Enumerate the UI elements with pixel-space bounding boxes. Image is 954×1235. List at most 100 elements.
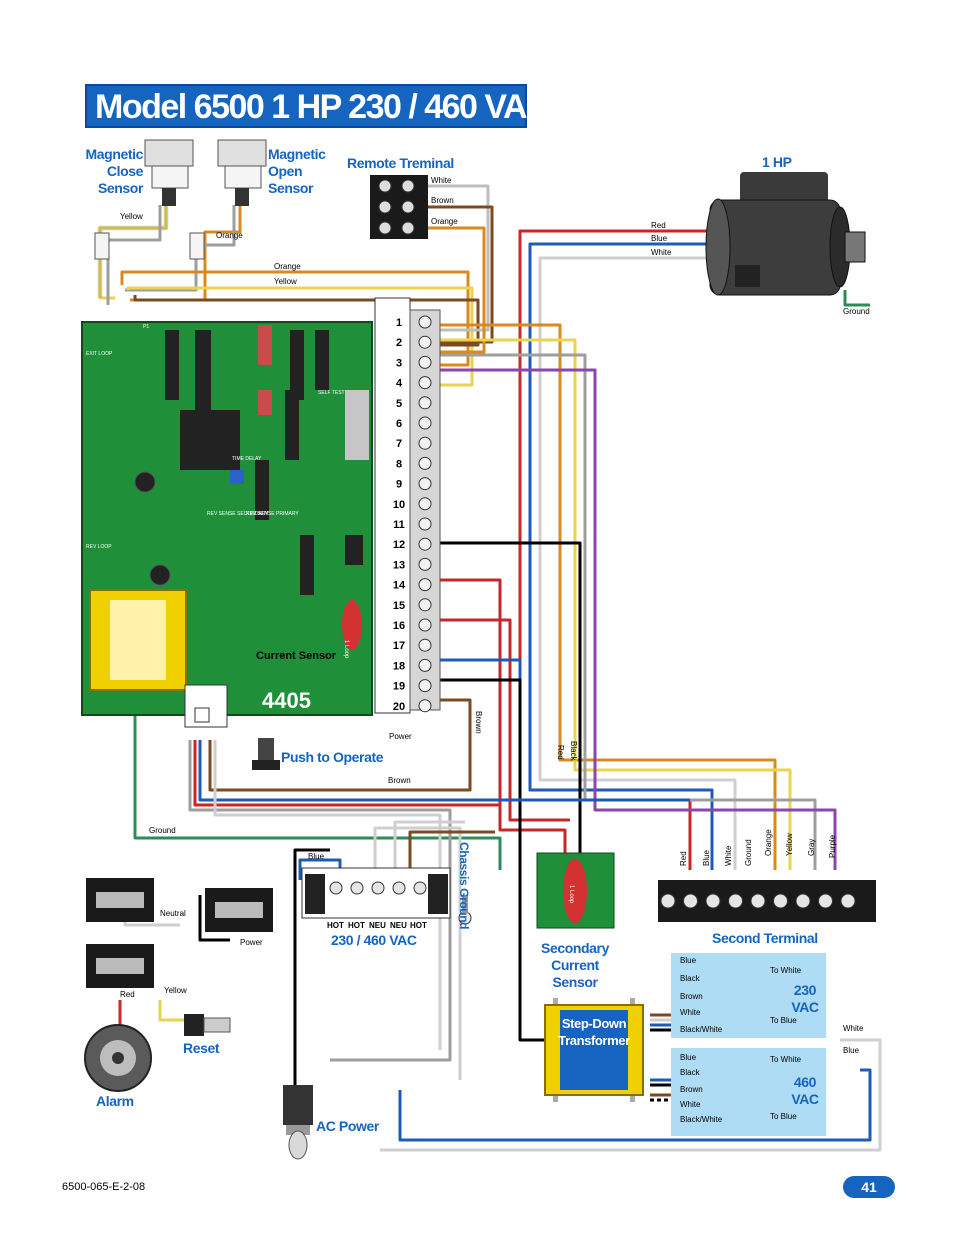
terminal-screw — [418, 376, 432, 390]
supply-label-5: HOT — [410, 921, 427, 930]
chassis-ground-lug — [458, 895, 472, 925]
alarm-label: Alarm — [96, 1093, 134, 1109]
wire-orange-motor — [425, 323, 777, 870]
remote-terminal-label: Remote Treminal — [347, 155, 454, 171]
terminal-number: 20 — [393, 701, 405, 713]
label-blue-230: Blue — [680, 956, 697, 965]
terminal-screw — [418, 477, 432, 491]
wire-red-16 — [432, 618, 570, 822]
label-neutral: Neutral — [160, 909, 186, 918]
label-ground-motor: Ground — [843, 307, 870, 316]
secondary-loop-label: 1 Loop — [568, 885, 574, 904]
terminal-number: 15 — [393, 600, 405, 612]
label-yellow-second: Yellow — [785, 833, 794, 856]
label-red-motor: Red — [651, 221, 666, 230]
document-code: 6500-065-E-2-08 — [62, 1181, 146, 1193]
label-black-460: Black — [680, 1068, 701, 1077]
supply-terminal-labels: HOT HOT NEU NEU HOT — [327, 921, 427, 930]
label-red-second: Red — [679, 851, 688, 866]
magnetic-close-sensor-label: Magnetic Close Sensor — [70, 146, 144, 197]
second-terminal-label: Second Terminal — [712, 930, 818, 946]
label-orange-1: Orange — [216, 231, 243, 240]
board-text-rev-sense-primary: REV SENSE PRIMARY — [246, 511, 299, 517]
push-to-operate-switch — [252, 738, 280, 770]
label-yellow-2: Yellow — [274, 277, 297, 286]
chassis-ground-label: Chassis Ground — [457, 842, 471, 930]
second-terminal-screw — [773, 893, 788, 909]
terminal-screw — [418, 517, 432, 531]
label-brown-460: Brown — [680, 1085, 703, 1094]
panel-230vac — [671, 953, 826, 1038]
wire-red-14 — [432, 578, 567, 860]
wire-orange-top — [120, 270, 470, 367]
wires — [97, 184, 882, 1152]
wire-blue-power — [198, 740, 690, 802]
wire-blue-18 — [432, 658, 522, 810]
label-to-blue-230: To Blue — [770, 1016, 797, 1025]
secondary-line-1: Secondary — [541, 940, 609, 956]
terminal-number: 19 — [393, 681, 405, 693]
label-red-alarm: Red — [120, 990, 135, 999]
second-terminal-screw — [840, 893, 856, 909]
label-white-second: White — [724, 845, 733, 866]
motor — [705, 172, 866, 296]
label-to-white-460: To White — [770, 1055, 802, 1064]
open-line-1: Magnetic — [268, 146, 326, 162]
second-terminal-screw — [683, 893, 698, 909]
terminal-screw — [418, 355, 432, 369]
terminal-number: 3 — [396, 357, 402, 369]
terminal-screw — [418, 436, 432, 450]
label-bw-230: Black/White — [680, 1025, 723, 1034]
board-model-label: 4405 — [262, 688, 311, 713]
label-brown-230: Brown — [680, 992, 703, 1001]
label-black-vertical: Black — [569, 741, 578, 762]
limit-switch-2 — [205, 888, 273, 932]
label-brown-remote: Brown — [431, 196, 454, 205]
terminal-number: 4 — [396, 378, 403, 390]
vac-230-label: 230 VAC — [790, 982, 820, 1016]
board-text-rev-loop: REV LOOP — [86, 544, 112, 550]
wire-white-supply-1 — [373, 826, 462, 1080]
label-ground-left: Ground — [149, 826, 176, 835]
terminal-number: 12 — [393, 539, 405, 551]
wire-text-labels: Yellow Orange Orange Yellow White Brown … — [120, 176, 870, 1124]
terminal-screw — [418, 699, 432, 713]
terminal-number: 8 — [396, 458, 402, 470]
close-line-1: Magnetic — [85, 146, 144, 162]
wire-gray-motor — [425, 353, 817, 870]
panel-460vac — [671, 1048, 826, 1136]
page-number: 41 — [843, 1176, 895, 1198]
label-power-left: Power — [240, 938, 263, 947]
terminal-screw — [418, 335, 432, 349]
terminal-number: 5 — [396, 398, 402, 410]
step-down-transformer-label: Step-Down Transformer — [558, 1015, 630, 1049]
label-to-blue-460: To Blue — [770, 1112, 797, 1121]
second-terminal-screw — [660, 893, 676, 909]
label-gray-second: Gray — [807, 839, 816, 856]
second-terminal-screw — [750, 893, 766, 909]
label-white-230: White — [680, 1008, 701, 1017]
wire-orange-open — [130, 205, 242, 302]
label-blue-supply: Blue — [308, 852, 325, 861]
label-white-460: White — [680, 1100, 701, 1109]
supply-screw — [392, 881, 406, 895]
wire-white-out — [380, 1038, 882, 1152]
terminal-screw — [418, 537, 432, 551]
terminal-number: 6 — [396, 418, 402, 430]
secondary-current-sensor: 1 Loop — [536, 852, 615, 929]
terminal-number: 16 — [393, 620, 405, 632]
reset-label: Reset — [183, 1040, 220, 1056]
secondary-line-2: Current — [551, 957, 599, 973]
close-line-3: Sensor — [97, 180, 143, 196]
step-down-transformer — [544, 998, 644, 1102]
terminal-number: 7 — [396, 438, 402, 450]
page-title: Model 6500 1 HP 230 / 460 VAC — [95, 88, 551, 126]
terminal-screw — [418, 598, 432, 612]
magnetic-open-sensor-label: Magnetic Open Sensor — [268, 146, 326, 197]
terminal-screw — [418, 618, 432, 632]
label-yellow-1: Yellow — [120, 212, 143, 221]
limit-switch-1 — [86, 878, 154, 922]
wire-green-motor-ground — [843, 290, 870, 307]
title-banner: Model 6500 1 HP 230 / 460 VAC — [85, 84, 551, 128]
v460-line-1: 460 — [793, 1074, 817, 1090]
